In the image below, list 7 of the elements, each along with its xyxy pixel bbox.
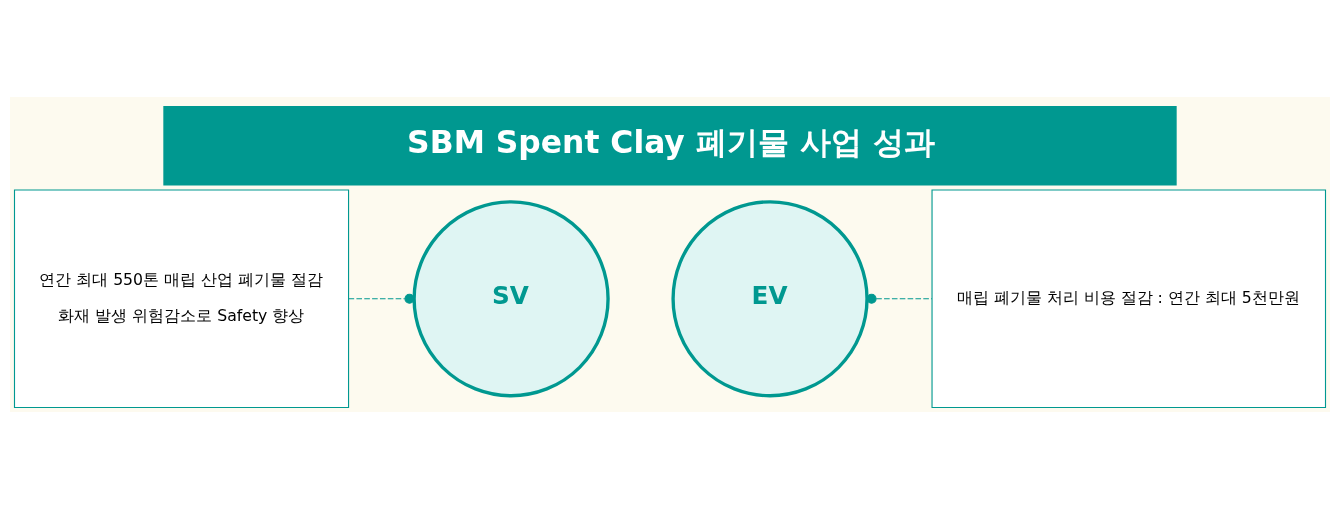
connector [866, 293, 933, 304]
node-box: 매립 폐기물 처리 비용 절감 : 연간 최대 5천만원 [931, 189, 1327, 409]
node-circle: EV [671, 200, 869, 398]
node-circle: SV [412, 200, 610, 398]
diagram-title: SBM Spent Clay 폐기물 사업 성과 [407, 123, 935, 160]
connector [348, 293, 415, 304]
node-box: 연간 최대 550톤 매립 산업 폐기물 절감 화재 발생 위험감소로 Safety 향상 [13, 189, 350, 409]
